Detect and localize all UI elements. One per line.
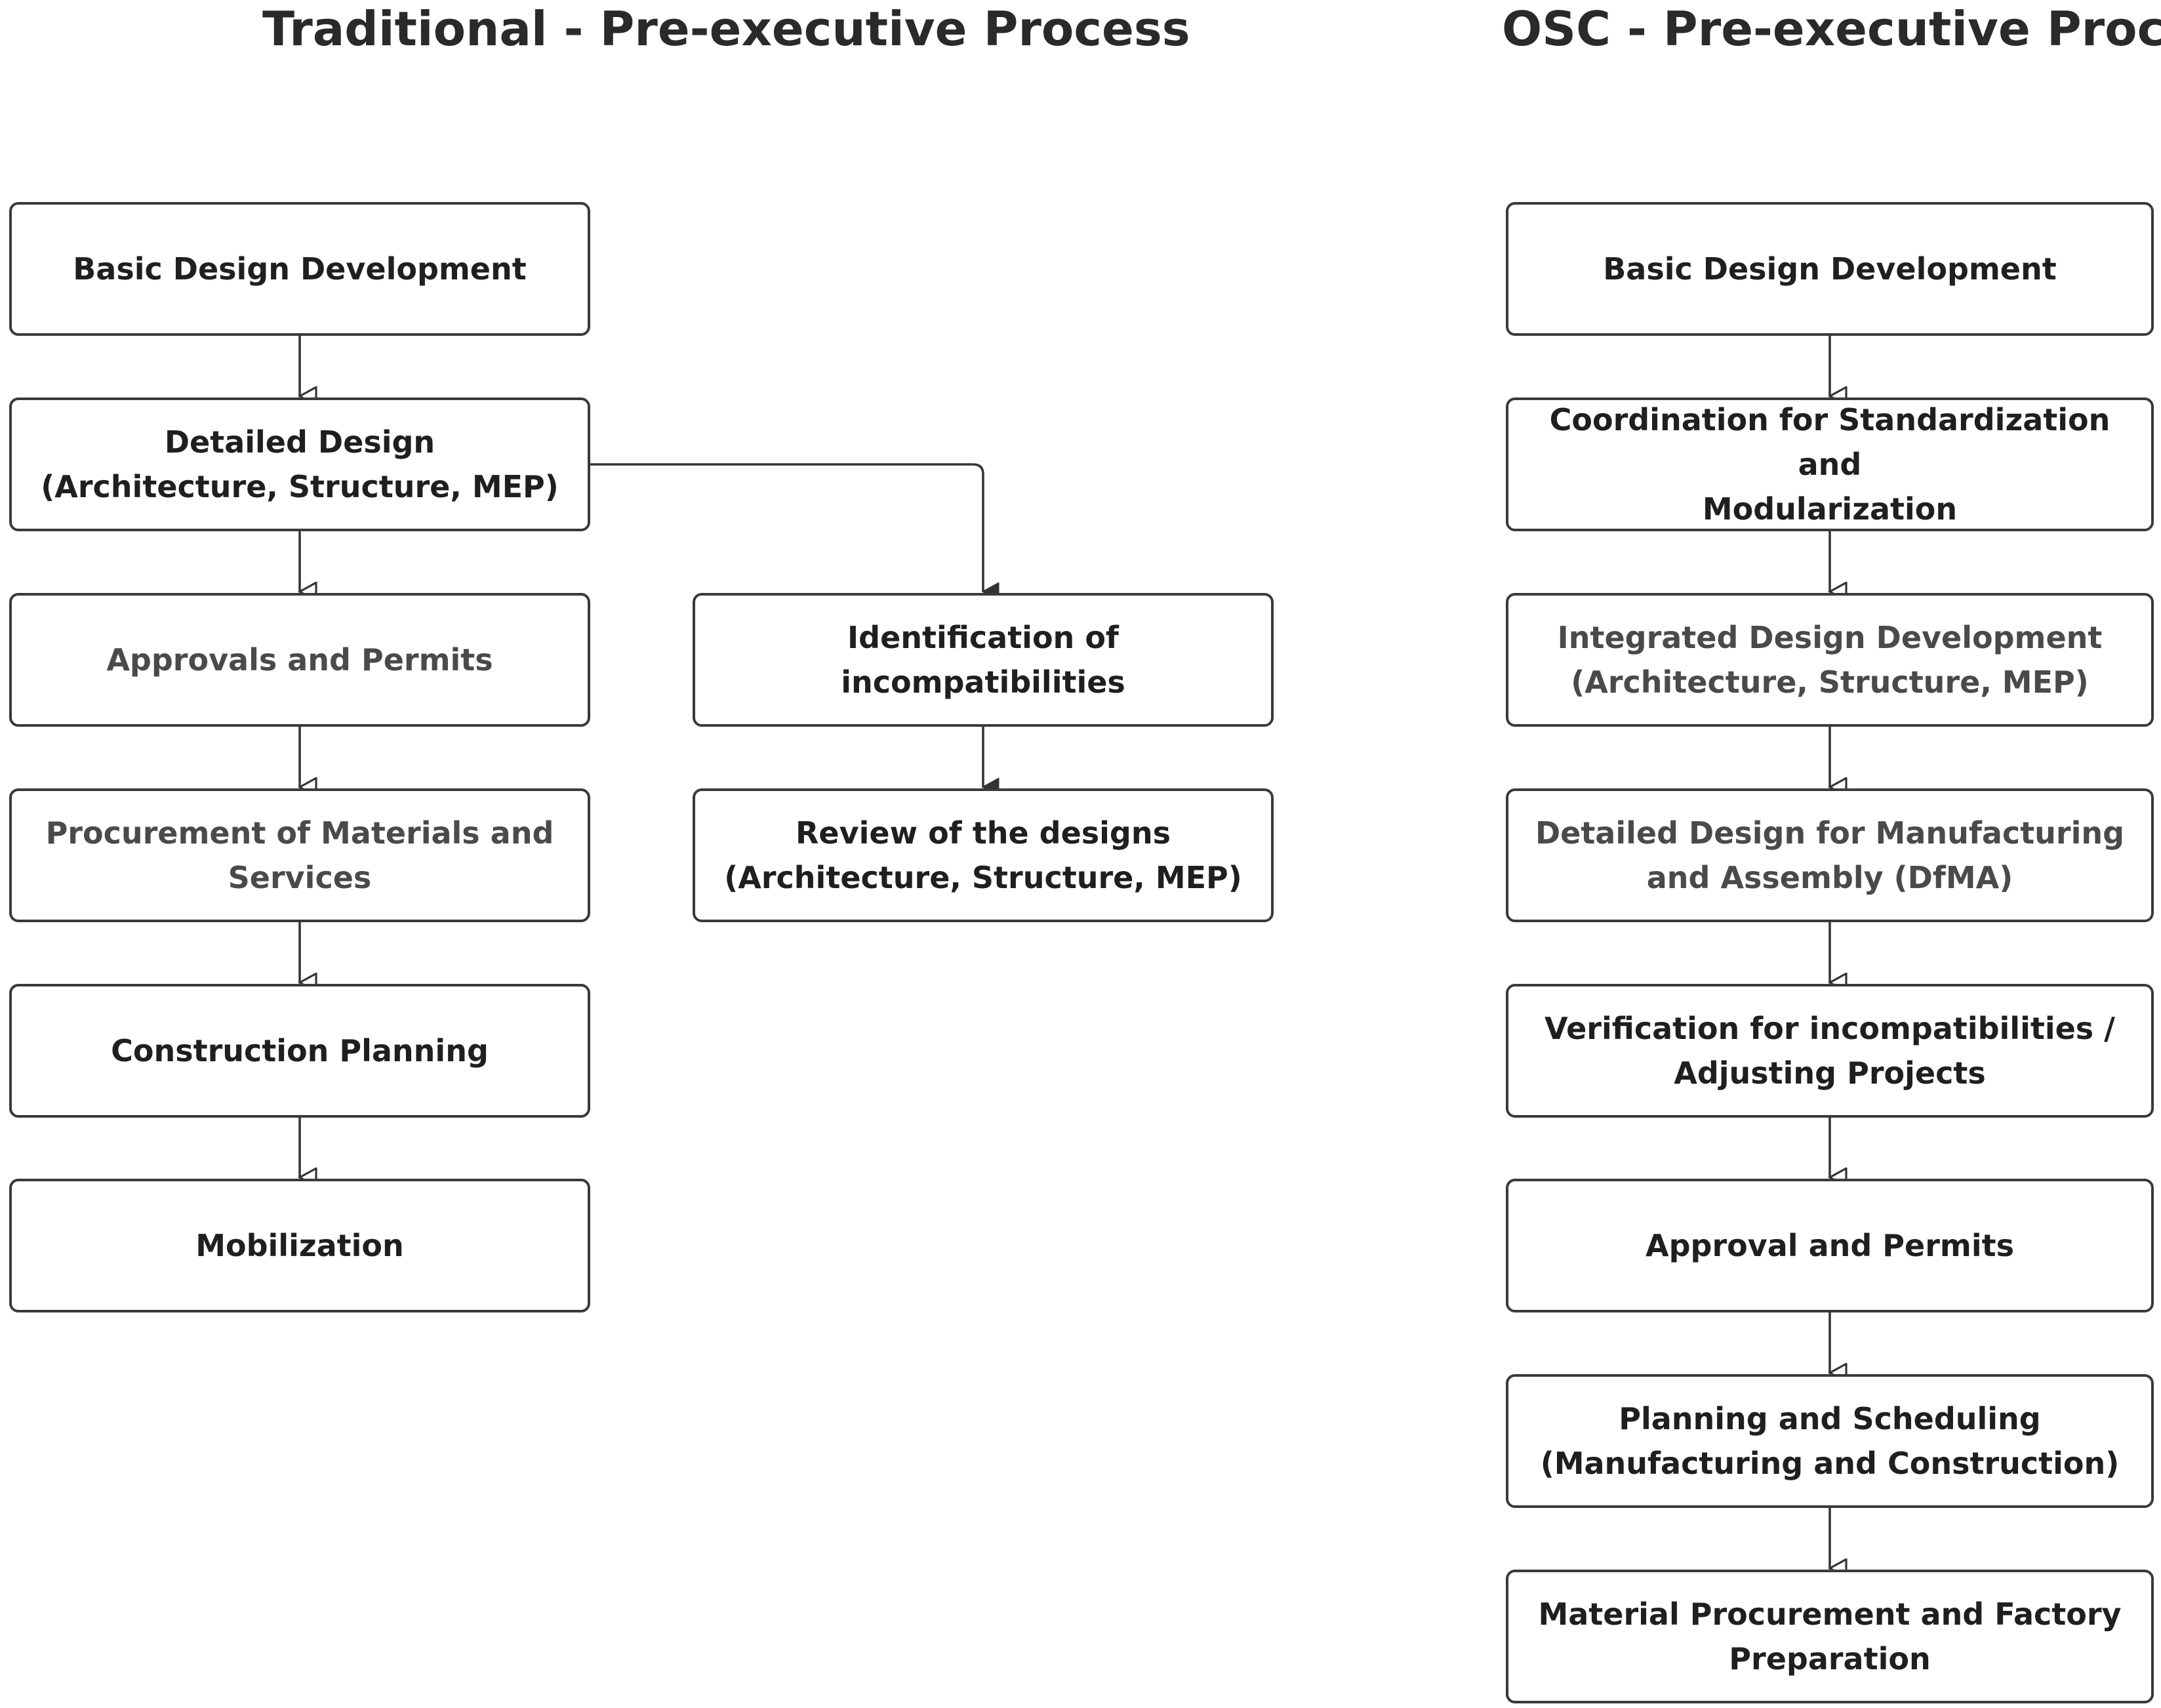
osc-step-approval-permits: Approval and Permits	[1506, 1179, 2154, 1312]
trad-step-approvals-permits: Approvals and Permits	[9, 593, 590, 727]
traditional-process-title: Traditional - Pre-executive Process	[262, 1, 1190, 56]
osc-step-material-procurement: Material Procurement and Factory Prepara…	[1506, 1570, 2154, 1703]
osc-step-basic-design: Basic Design Development	[1506, 202, 2154, 336]
branch-step-identification: Identification of incompatibilities	[693, 593, 1274, 727]
branch-connectors	[590, 463, 983, 787]
osc-step-integrated-design: Integrated Design Development (Architect…	[1506, 593, 2154, 727]
osc-step-planning-scheduling: Planning and Scheduling (Manufacturing a…	[1506, 1374, 2154, 1508]
trad-step-detailed-design: Detailed Design (Architecture, Structure…	[9, 397, 590, 531]
trad-step-construction-planning: Construction Planning	[9, 984, 590, 1118]
branch-step-review-designs: Review of the designs (Architecture, Str…	[693, 788, 1274, 922]
trad-step-procurement: Procurement of Materials and Services	[9, 788, 590, 922]
osc-step-verification: Verification for incompatibilities / Adj…	[1506, 984, 2154, 1118]
osc-process-title: OSC - Pre-executive Process	[1502, 1, 2161, 56]
osc-step-dfma: Detailed Design for Manufacturing and As…	[1506, 788, 2154, 922]
osc-step-coordination: Coordination for Standardization and Mod…	[1506, 397, 2154, 531]
trad-step-basic-design: Basic Design Development	[9, 202, 590, 336]
branch-arrow-detailed-to-identification	[590, 463, 983, 592]
trad-step-mobilization: Mobilization	[9, 1179, 590, 1312]
